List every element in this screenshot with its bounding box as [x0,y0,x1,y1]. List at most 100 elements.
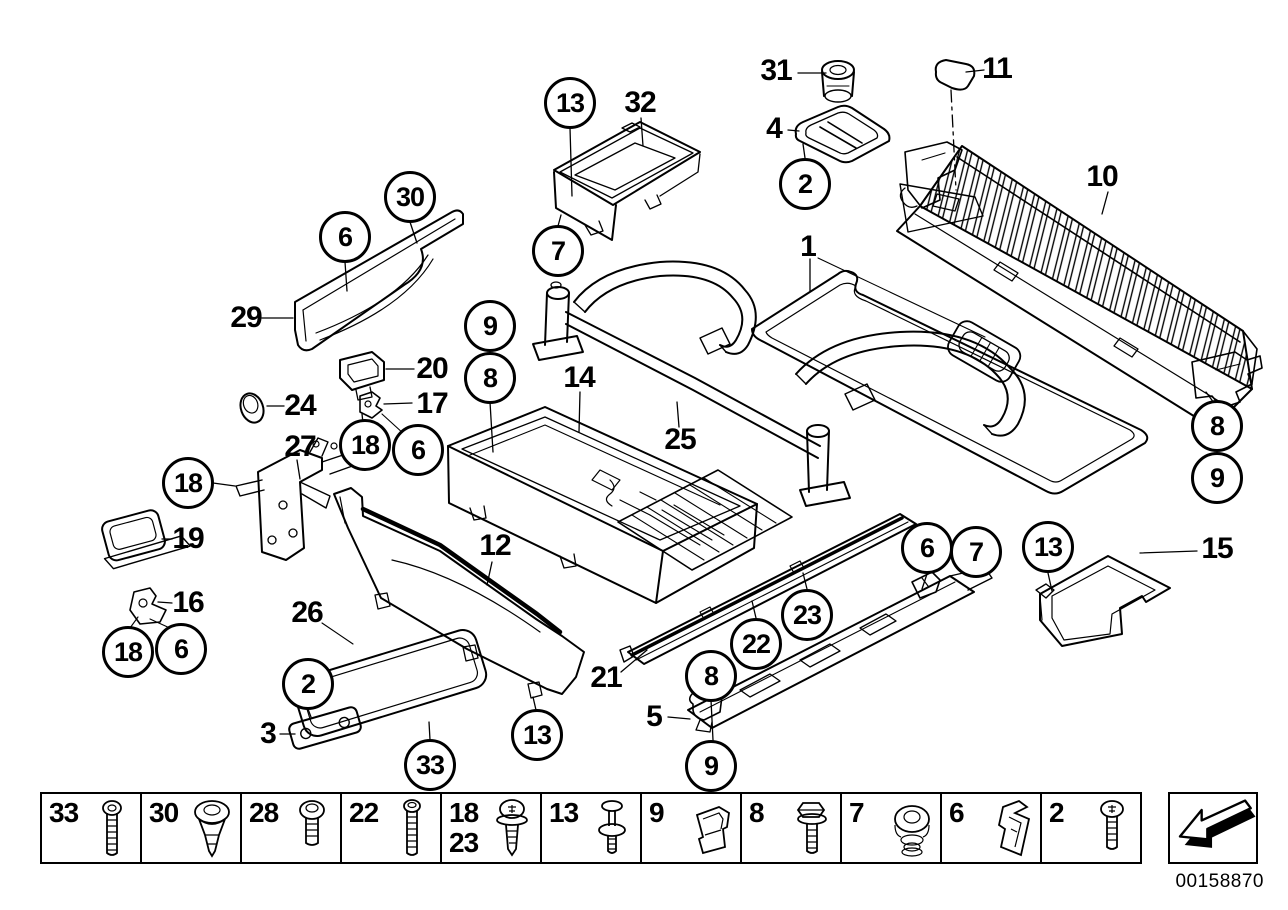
callout-18[interactable]: 18 [162,457,214,509]
callout-6[interactable]: 6 [901,522,953,574]
leader-lines [129,69,1215,741]
pan-head-screw-icon [299,800,325,846]
callout-6[interactable]: 6 [319,211,371,263]
legend-cell-6[interactable]: 6 [940,792,1042,864]
callout-2[interactable]: 2 [282,658,334,710]
label-29[interactable]: 29 [230,301,262,334]
legend-number[interactable]: 30 [149,797,179,828]
legend-number[interactable]: 2 [1049,797,1065,828]
spring-clip-icon [998,800,1030,856]
legend-number[interactable]: 28 [249,797,279,828]
legend-number[interactable]: 9 [649,797,665,828]
legend-cell-8[interactable]: 8 [740,792,842,864]
label-31[interactable]: 31 [760,54,792,87]
part-16-clip [129,587,167,625]
label-21[interactable]: 21 [590,661,622,694]
callout-18[interactable]: 18 [339,419,391,471]
legend-number[interactable]: 6 [949,797,965,828]
legend-number[interactable]: 23 [449,827,479,858]
label-32[interactable]: 32 [624,86,656,119]
back-arrow-icon [1178,799,1256,848]
expanding-rivet-icon [194,800,230,857]
callout-13[interactable]: 13 [1022,521,1074,573]
part-15-side-tray [1035,555,1171,647]
part-4-handle-frame [794,104,891,164]
legend-cell-13[interactable]: 13 [540,792,642,864]
legend-cell-7[interactable]: 7 [840,792,942,864]
part-32-storage-tray [553,121,701,241]
label-26[interactable]: 26 [291,596,323,629]
diagram-number: 00158870 [1175,871,1264,892]
legend-number[interactable]: 18 [449,797,479,828]
part-1-floor-mat [751,269,1149,495]
part-19-control-module [101,509,191,570]
label-20[interactable]: 20 [416,352,448,385]
callout-9[interactable]: 9 [1191,452,1243,504]
long-socket-screw-icon [403,799,421,856]
legend-number[interactable]: 8 [749,797,765,828]
legend-cell-33[interactable]: 33 [40,792,142,864]
torx-screw-washer-icon [496,799,528,856]
callout-18[interactable]: 18 [102,626,154,678]
callout-9[interactable]: 9 [685,740,737,792]
callout-8[interactable]: 8 [685,650,737,702]
callout-8[interactable]: 8 [464,352,516,404]
callout-23[interactable]: 23 [781,589,833,641]
callout-6[interactable]: 6 [392,424,444,476]
label-25[interactable]: 25 [664,423,696,456]
part-17-clip [359,391,383,419]
label-4[interactable]: 4 [766,112,783,145]
part-24-grommet [239,392,265,424]
legend-number[interactable]: 7 [849,797,865,828]
callout-22[interactable]: 22 [730,618,782,670]
label-11[interactable]: 11 [982,52,1013,85]
label-27[interactable]: 27 [284,430,316,463]
label-5[interactable]: 5 [646,700,663,733]
part-10-rear-trim-panel [896,141,1263,429]
callout-13[interactable]: 13 [544,77,596,129]
legend-number[interactable]: 33 [49,797,79,828]
back-arrow-button[interactable] [1168,792,1258,864]
legend-cell-18-23[interactable]: 18 23 [440,792,542,864]
label-16[interactable]: 16 [172,586,204,619]
part-11-cap [934,59,976,91]
label-12[interactable]: 12 [479,529,511,562]
callout-9[interactable]: 9 [464,300,516,352]
legend-cell-2[interactable]: 2 [1040,792,1142,864]
label-1[interactable]: 1 [800,230,817,263]
callout-30[interactable]: 30 [384,171,436,223]
grommet-plug-icon [894,805,930,857]
clip-nut-icon [696,806,730,854]
part-14-console-tub [447,406,793,604]
label-19[interactable]: 19 [172,522,204,555]
legend-number[interactable]: 13 [549,797,579,828]
callout-8[interactable]: 8 [1191,400,1243,452]
label-3[interactable]: 3 [260,717,277,750]
callout-7[interactable]: 7 [950,526,1002,578]
callout-7[interactable]: 7 [532,225,584,277]
label-24[interactable]: 24 [284,389,316,422]
label-14[interactable]: 14 [563,361,595,394]
label-15[interactable]: 15 [1201,532,1233,565]
legend-cell-30[interactable]: 30 [140,792,242,864]
callout-33[interactable]: 33 [404,739,456,791]
torx-screw-icon [1100,800,1124,850]
callout-13[interactable]: 13 [511,709,563,761]
legend-cell-9[interactable]: 9 [640,792,742,864]
legend-number[interactable]: 22 [349,797,379,828]
label-17[interactable]: 17 [416,387,448,420]
fastener-legend: 33 30 28 22 18 23 13 9 8 [40,792,1142,864]
callout-6[interactable]: 6 [155,623,207,675]
part-12-divider-panel [333,487,585,699]
part-3-bracket-plate [288,706,362,750]
part-27-bracket [235,437,359,561]
part-25-lashing-straps [532,260,1026,507]
part-29-side-trim [294,209,464,352]
legend-cell-22[interactable]: 22 [340,792,442,864]
legend-cell-28[interactable]: 28 [240,792,342,864]
callout-2[interactable]: 2 [779,158,831,210]
label-10[interactable]: 10 [1086,160,1118,193]
push-pin-rivet-icon [598,800,626,854]
